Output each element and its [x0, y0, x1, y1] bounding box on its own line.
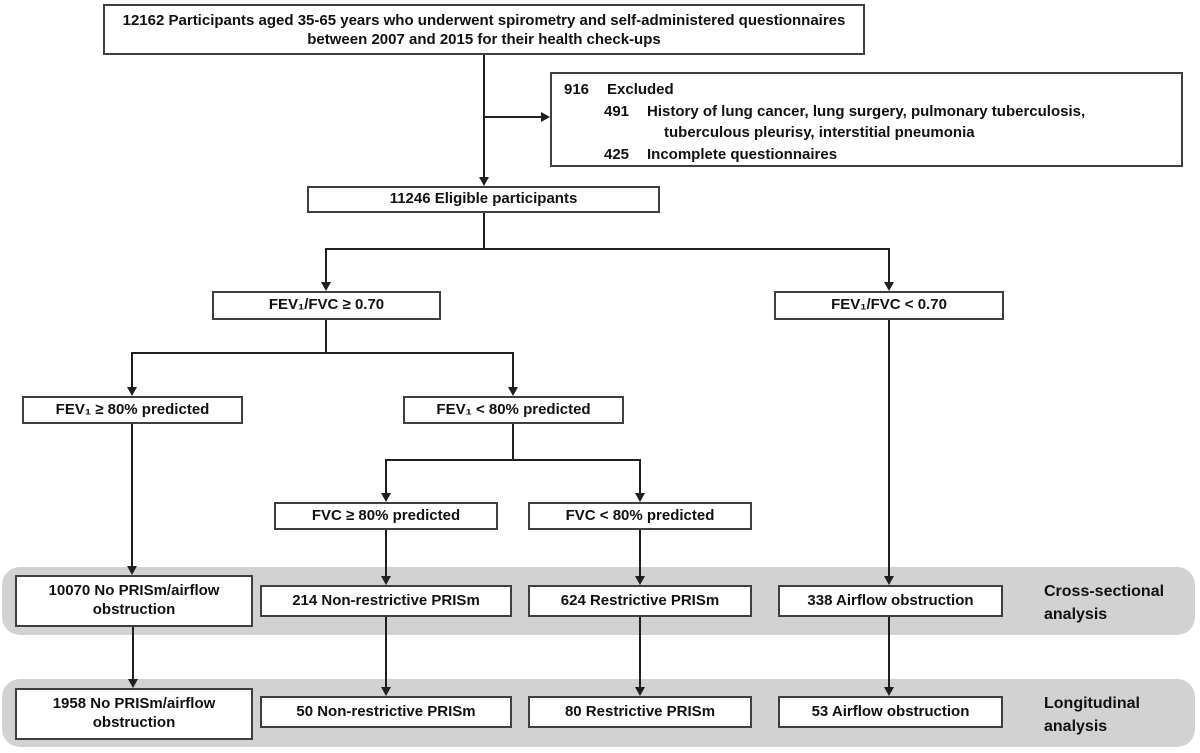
connector-fvc-lt-to-cs: [639, 530, 641, 576]
excluded-label: Excluded: [607, 81, 674, 98]
arrowhead-down-icon: [127, 387, 137, 396]
connector-to-excluded: [483, 116, 541, 118]
connector-to-fvc-lt: [639, 460, 641, 493]
flow-node-cs-airflow: 338 Airflow obstruction: [778, 585, 1003, 617]
flow-node-cs-non-restrictive: 214 Non-restrictive PRISm: [260, 585, 512, 617]
flow-node-cs-restrictive: 624 Restrictive PRISm: [528, 585, 752, 617]
exclusion-reason-incomplete: 425 Incomplete questionnaires: [604, 144, 1169, 166]
flow-node-fev1-fvc-ge: FEV₁/FVC ≥ 0.70: [212, 291, 441, 320]
arrowhead-down-icon: [127, 566, 137, 575]
reason-text: History of lung cancer, lung surgery, pu…: [647, 102, 1086, 142]
connector-to-fev1-ge: [131, 353, 133, 387]
flow-node-fev1-ge: FEV₁ ≥ 80% predicted: [22, 396, 243, 424]
excluded-count: 916: [564, 81, 590, 98]
reason-count: 425: [604, 145, 630, 163]
connector-to-ratio-lt: [888, 249, 890, 282]
flow-node-fvc-ge: FVC ≥ 80% predicted: [274, 502, 498, 530]
arrowhead-down-icon: [635, 576, 645, 585]
flow-node-fev1-lt: FEV₁ < 80% predicted: [403, 396, 624, 424]
arrowhead-down-icon: [381, 493, 391, 502]
arrowhead-down-icon: [128, 679, 138, 688]
connector-fev1-lt-down: [512, 424, 514, 460]
arrowhead-down-icon: [884, 576, 894, 585]
connector-fev1-ge-to-cs: [131, 424, 133, 566]
flow-node-lg-restrictive: 80 Restrictive PRISm: [528, 696, 752, 728]
flow-node-eligible: 11246 Eligible participants: [307, 186, 660, 213]
arrowhead-down-icon: [321, 282, 331, 291]
cross-sectional-analysis-label: Cross-sectional analysis: [1044, 583, 1165, 624]
connector-eligible-down: [483, 213, 485, 250]
connector-cs2-to-lg2: [385, 617, 387, 687]
flow-node-lg-airflow: 53 Airflow obstruction: [778, 696, 1003, 728]
arrowhead-down-icon: [884, 687, 894, 696]
flow-node-participants: 12162 Participants aged 35-65 years who …: [103, 4, 865, 55]
reason-text: Incomplete questionnaires: [647, 145, 838, 163]
arrowhead-down-icon: [884, 282, 894, 291]
exclusion-reason-history: 491 History of lung cancer, lung surgery…: [604, 101, 1169, 144]
flow-node-lg-no-prism: 1958 No PRISm/airflow obstruction: [15, 688, 253, 740]
longitudinal-analysis-label: Longitudinal analysis: [1044, 695, 1140, 736]
connector-cs4-to-lg4: [888, 617, 890, 687]
arrowhead-down-icon: [381, 687, 391, 696]
connector-fev1-branch: [131, 352, 514, 354]
arrowhead-down-icon: [635, 493, 645, 502]
flow-node-lg-non-restrictive: 50 Non-restrictive PRISm: [260, 696, 512, 728]
arrowhead-down-icon: [381, 576, 391, 585]
connector-to-fev1-lt: [512, 353, 514, 387]
flow-node-cs-no-prism: 10070 No PRISm/airflow obstruction: [15, 575, 253, 627]
connector-fvc-branch: [385, 459, 641, 461]
connector-to-ratio-ge: [325, 249, 327, 282]
arrowhead-down-icon: [508, 387, 518, 396]
flow-node-excluded: 916 Excluded 491 History of lung cancer,…: [550, 72, 1183, 167]
connector-to-fvc-ge: [385, 460, 387, 493]
connector-fvc-ge-to-cs: [385, 530, 387, 576]
connector-ratio-lt-to-cs: [888, 320, 890, 576]
flow-node-fvc-lt: FVC < 80% predicted: [528, 502, 752, 530]
connector-ratio-ge-down: [325, 320, 327, 353]
arrowhead-down-icon: [635, 687, 645, 696]
flow-node-fev1-fvc-lt: FEV₁/FVC < 0.70: [774, 291, 1004, 320]
excluded-total-row: 916 Excluded: [564, 79, 1169, 101]
connector-ratio-branch: [325, 248, 890, 250]
connector-cs1-to-lg1: [132, 627, 134, 679]
connector-cs3-to-lg3: [639, 617, 641, 687]
reason-count: 491: [604, 102, 630, 120]
arrowhead-right-icon: [541, 112, 550, 122]
arrowhead-down-icon: [479, 177, 489, 186]
